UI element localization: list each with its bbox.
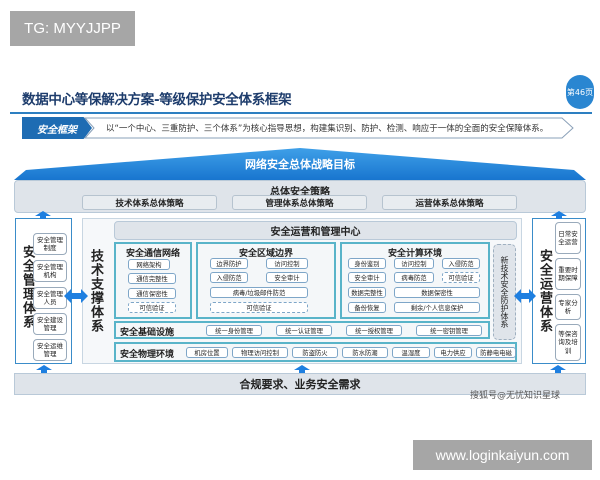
chip: 防静电电磁 bbox=[476, 347, 516, 358]
chip: 剩余/个人信息保护 bbox=[394, 302, 480, 313]
chip: 统一授权管理 bbox=[346, 325, 402, 336]
panel-compute: 安全计算环境 身份鉴别 访问控制 入侵防范 安全审计 病毒防范 可信验证 数据完… bbox=[340, 242, 490, 319]
chip: 电力供应 bbox=[434, 347, 472, 358]
operations-item: 等保咨询及培训 bbox=[555, 324, 581, 361]
double-arrow-icon bbox=[514, 289, 536, 303]
page-number-badge: 第46页 bbox=[566, 75, 594, 109]
strategy-item: 技术体系总体策略 bbox=[82, 195, 217, 210]
chip: 统一身份管理 bbox=[206, 325, 262, 336]
physical-row: 安全物理环境 机房位置 物理访问控制 防盗防火 防水防潮 温湿度 电力供应 防静… bbox=[114, 342, 517, 362]
chip: 机房位置 bbox=[186, 347, 228, 358]
chip: 病毒/垃圾邮件防范 bbox=[210, 287, 308, 298]
double-arrow-icon bbox=[64, 289, 88, 303]
management-item: 安全管理制度 bbox=[33, 233, 67, 255]
chip: 访问控制 bbox=[394, 258, 434, 269]
panel-title: 安全区域边界 bbox=[238, 249, 293, 259]
page-title: 数据中心等保解决方案-等级保护安全体系框架 bbox=[22, 92, 292, 108]
chip: 防盗防火 bbox=[292, 347, 338, 358]
chip: 安全审计 bbox=[348, 272, 386, 283]
management-item: 安全运维管理 bbox=[33, 339, 67, 361]
title-divider bbox=[10, 112, 592, 114]
new-tech-protection: 新技术安全防护体系 bbox=[493, 244, 516, 340]
management-item: 安全管理机构 bbox=[33, 260, 67, 282]
chip: 可信验证 bbox=[128, 302, 176, 313]
watermark-bottom: www.loginkaiyun.com bbox=[413, 440, 592, 470]
chip: 可信验证 bbox=[442, 272, 480, 283]
new-tech-label: 新技术安全防护体系 bbox=[500, 256, 509, 328]
operations-item: 专家分析 bbox=[555, 294, 581, 320]
infrastructure-row: 安全基础设施 统一身份管理 统一认证管理 统一授权管理 统一密钥管理 bbox=[114, 321, 490, 339]
chip: 安全审计 bbox=[266, 272, 308, 283]
strategy-item: 运营体系总体策略 bbox=[382, 195, 517, 210]
chip: 入侵防范 bbox=[210, 272, 248, 283]
operations-title: 安全运营体系 bbox=[537, 249, 552, 333]
strategic-goal-roof: 网络安全总体战略目标 bbox=[14, 148, 586, 180]
ops-management-center: 安全运营和管理中心 bbox=[114, 221, 517, 240]
up-arrow-icon bbox=[35, 211, 51, 219]
panel-network: 安全通信网络 网络架构 通信完整性 通信保密性 可信验证 bbox=[114, 242, 192, 319]
panel-title: 安全计算环境 bbox=[387, 249, 442, 259]
chip: 通信保密性 bbox=[128, 288, 176, 299]
chip: 防水防潮 bbox=[342, 347, 388, 358]
tech-title: 技术支撑体系 bbox=[88, 249, 103, 333]
up-arrow-icon bbox=[294, 365, 310, 373]
chip: 温湿度 bbox=[392, 347, 430, 358]
up-arrow-icon bbox=[550, 365, 566, 373]
watermark-top: TG: MYYJJPP bbox=[10, 11, 135, 46]
chip: 数据完整性 bbox=[348, 287, 386, 298]
management-title: 安全管理体系 bbox=[20, 245, 35, 329]
roof-label: 网络安全总体战略目标 bbox=[245, 158, 355, 171]
strategy-title: 总体安全策略 bbox=[270, 187, 330, 198]
chip: 数据保密性 bbox=[394, 287, 480, 298]
panel-title: 安全通信网络 bbox=[125, 249, 180, 259]
up-arrow-icon bbox=[551, 211, 567, 219]
chip: 备份恢复 bbox=[348, 302, 386, 313]
chip: 身份鉴别 bbox=[348, 258, 386, 269]
chip: 边界防护 bbox=[210, 258, 248, 269]
chip: 访问控制 bbox=[266, 258, 308, 269]
operations-item: 日常安全运营 bbox=[555, 222, 581, 254]
management-item: 安全管理人员 bbox=[33, 287, 67, 309]
banner-text: 以“一个中心、三重防护、三个体系”为核心指导思想，构建集识别、防护、检测、响应于… bbox=[106, 124, 549, 134]
management-item: 安全建设管理 bbox=[33, 313, 67, 335]
chip: 统一认证管理 bbox=[276, 325, 332, 336]
up-arrow-icon bbox=[36, 365, 52, 373]
banner: 以“一个中心、三重防护、三个体系”为核心指导思想，构建集识别、防护、检测、响应于… bbox=[84, 117, 574, 139]
chip: 网络架构 bbox=[128, 259, 170, 270]
operations-item: 重要时期保障 bbox=[555, 258, 581, 290]
row-title: 安全物理环境 bbox=[120, 350, 175, 360]
chip: 通信完整性 bbox=[128, 273, 176, 284]
chip: 可信验证 bbox=[210, 302, 308, 313]
chip: 入侵防范 bbox=[442, 258, 480, 269]
chip: 物理访问控制 bbox=[232, 347, 288, 358]
chip: 病毒防范 bbox=[394, 272, 434, 283]
banner-tag: 安全框架 bbox=[22, 117, 92, 139]
row-title: 安全基础设施 bbox=[120, 328, 175, 338]
foundation-requirements: 合规要求、业务安全需求 bbox=[14, 373, 586, 395]
strategy-item: 管理体系总体策略 bbox=[232, 195, 367, 210]
source-watermark: 搜狐号@无忧知识星球 bbox=[470, 391, 561, 401]
chip: 统一密钥管理 bbox=[416, 325, 482, 336]
panel-boundary: 安全区域边界 边界防护 访问控制 入侵防范 安全审计 病毒/垃圾邮件防范 可信验… bbox=[196, 242, 336, 319]
